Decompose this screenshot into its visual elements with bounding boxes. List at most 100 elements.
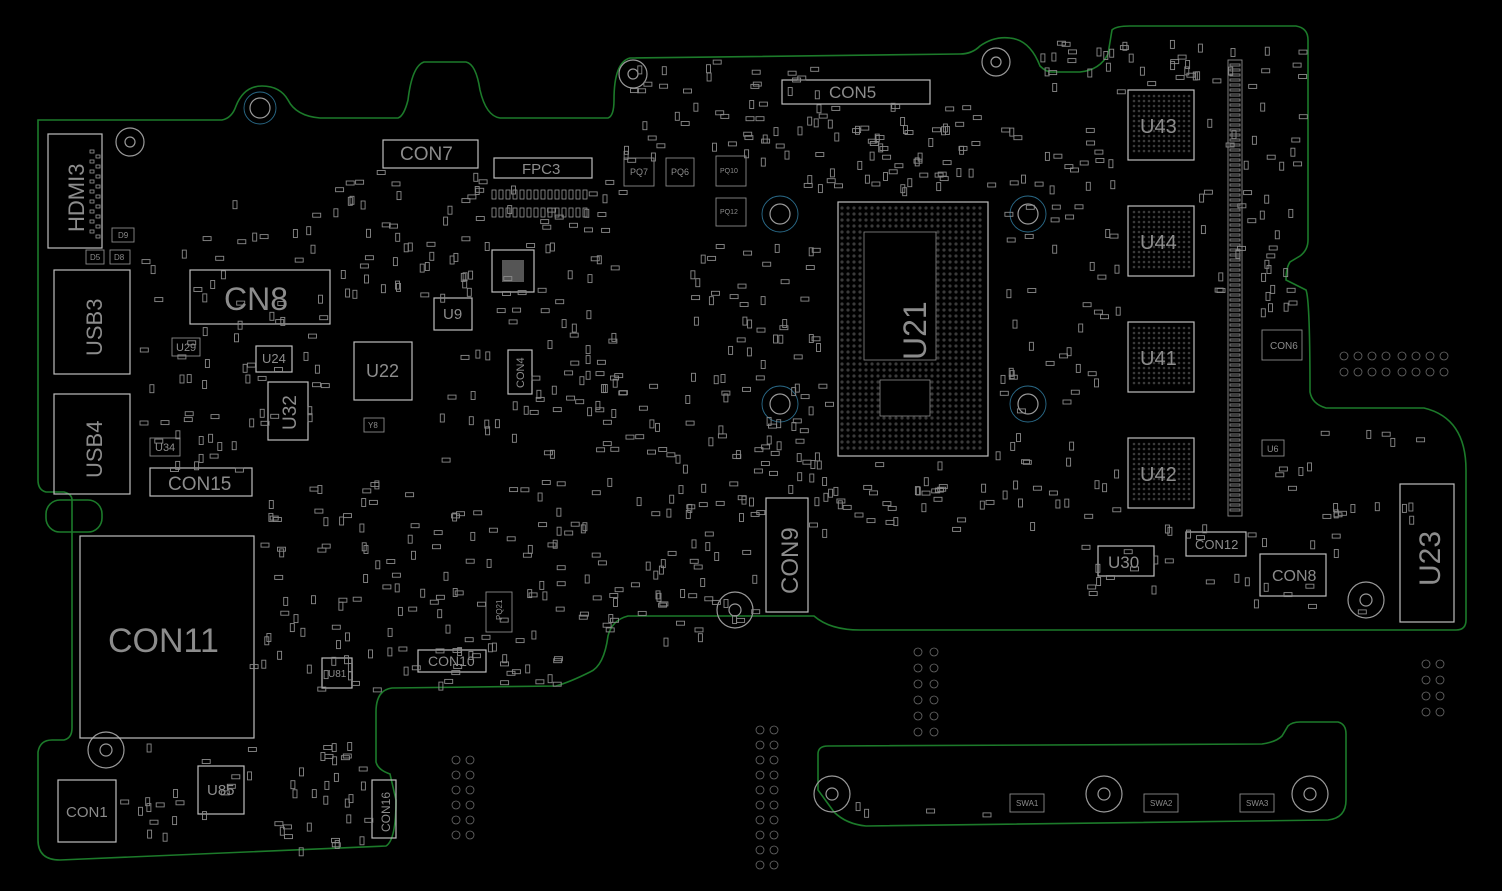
passive-component [739, 513, 744, 522]
bga-ball [906, 362, 910, 366]
bga-ball [840, 254, 844, 258]
passive-component [1115, 306, 1121, 316]
passive-component [591, 552, 601, 558]
bga-ball [1152, 240, 1156, 244]
passive-component [1283, 268, 1289, 278]
bus-pad [1229, 238, 1241, 242]
u21-cpu [837, 201, 989, 457]
bga-ball [840, 362, 844, 366]
passive-component [460, 354, 470, 360]
passive-component [420, 292, 430, 298]
bga-ball [1132, 487, 1136, 491]
passive-component [543, 450, 553, 456]
bga-ball [840, 218, 844, 222]
bga-ball [948, 242, 952, 246]
bga-ball [1177, 99, 1181, 103]
bga-ball [942, 278, 946, 282]
passive-component [826, 178, 836, 184]
passive-component [1053, 153, 1063, 159]
bga-ball [1132, 457, 1136, 461]
test-point [1425, 351, 1435, 361]
bga-ball [912, 224, 916, 228]
bga-ball [954, 404, 958, 408]
hdmi-pin [95, 204, 101, 209]
bus-pad [1229, 298, 1241, 302]
card-slot-outline [45, 499, 103, 533]
bga-ball [1167, 381, 1171, 385]
bga-ball [960, 302, 964, 306]
bga-ball [1132, 265, 1136, 269]
passive-component [1087, 584, 1097, 590]
hdmi-pin [95, 184, 101, 189]
passive-component [358, 766, 368, 772]
bga-ball [852, 332, 856, 336]
bga-ball [942, 290, 946, 294]
bga-ball [966, 308, 970, 312]
bga-ball [960, 284, 964, 288]
passive-component [752, 574, 758, 584]
fpc3-pads [491, 189, 588, 218]
bga-ball [1142, 104, 1146, 108]
bga-ball [924, 422, 928, 426]
passive-component [317, 485, 323, 494]
bga-ball [948, 416, 952, 420]
fpc-pad [575, 207, 581, 218]
pq21-label: PQ21 [495, 599, 504, 620]
bga-ball [936, 356, 940, 360]
bga-ball [942, 398, 946, 402]
passive-component [395, 232, 401, 242]
passive-component [575, 399, 585, 405]
bus-pad [1229, 368, 1241, 372]
bga-ball [954, 398, 958, 402]
passive-component [945, 106, 955, 112]
bga-ball [882, 428, 886, 432]
bga-ball [1182, 467, 1186, 471]
bus-pad [1229, 463, 1241, 467]
passive-component [352, 596, 362, 602]
passive-component [323, 795, 329, 805]
bus-pad [1229, 268, 1241, 272]
bga-ball [930, 440, 934, 444]
mounting-hole [87, 731, 125, 769]
bga-ball [1152, 477, 1156, 481]
bus-pad [1229, 178, 1241, 182]
bga-ball [972, 266, 976, 270]
passive-component [319, 315, 329, 321]
fpc-pad [575, 189, 581, 200]
bga-ball [876, 398, 880, 402]
passive-component [486, 558, 492, 568]
bga-ball [1167, 220, 1171, 224]
passive-component [270, 413, 280, 419]
bus-pad [1229, 228, 1241, 232]
bga-ball [1182, 361, 1186, 365]
passive-component [1196, 535, 1205, 541]
passive-component [1186, 72, 1196, 78]
bga-ball [864, 404, 868, 408]
bga-ball [954, 314, 958, 318]
bga-ball [1187, 104, 1191, 108]
passive-component [539, 580, 545, 590]
bga-ball [1147, 366, 1151, 370]
bga-ball [1137, 371, 1141, 375]
bga-ball [1132, 139, 1136, 143]
bus-pad [1229, 88, 1241, 92]
passive-component [407, 242, 413, 252]
bga-ball [942, 236, 946, 240]
bga-ball [1182, 230, 1186, 234]
passive-component [1085, 181, 1091, 191]
bga-ball [918, 446, 922, 450]
u14-chip [491, 249, 535, 293]
bus-pad [1229, 253, 1241, 257]
passive-component [755, 375, 765, 381]
bga-ball [894, 224, 898, 228]
y8-crystal [363, 417, 385, 433]
bga-ball [852, 320, 856, 324]
passive-component [1010, 441, 1016, 451]
bga-ball [978, 344, 982, 348]
bga-ball [1132, 492, 1136, 496]
passive-component [878, 143, 884, 153]
bga-ball [1172, 492, 1176, 496]
hdmi-pin [89, 219, 95, 224]
passive-component [334, 840, 340, 849]
bga-ball [954, 422, 958, 426]
